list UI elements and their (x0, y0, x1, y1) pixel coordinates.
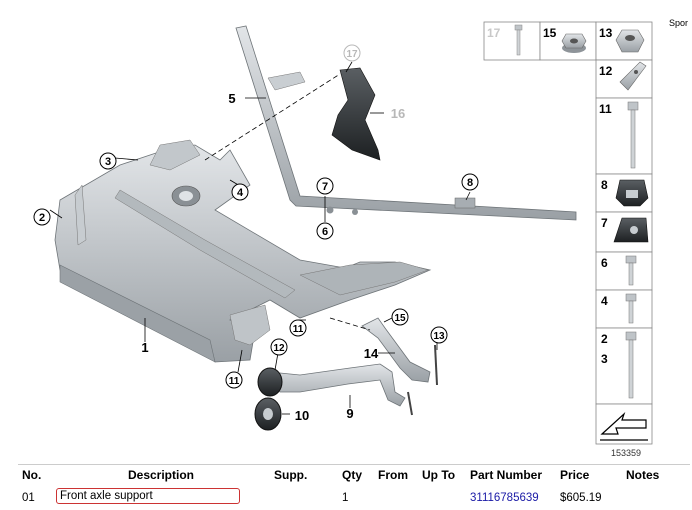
callout-4-circle (231, 183, 249, 201)
spring-nut-icon (615, 179, 649, 207)
corner-label: Spor (669, 18, 689, 28)
long-flange-bolt-icon (625, 331, 637, 399)
callout-7: 7 (322, 181, 328, 193)
legend-num-11: 11 (599, 102, 612, 116)
flange-bolt-short-icon (625, 293, 637, 324)
legend-num-6: 6 (601, 256, 608, 270)
callout-14: 14 (364, 346, 379, 361)
callout-4: 4 (237, 187, 244, 199)
col-description: Description (52, 464, 270, 485)
callout-17: 17 (346, 49, 358, 60)
wishbone-illustration (269, 363, 413, 416)
front-axle-support-illustration (54, 139, 432, 363)
cage-nut-icon (613, 217, 649, 243)
callout-3: 3 (105, 156, 111, 168)
heat-shield-illustration (331, 67, 381, 161)
legend-num-3: 3 (601, 352, 608, 366)
col-upto: Up To (418, 464, 466, 485)
collar-nut-icon (561, 33, 587, 53)
flange-bolt-icon (625, 255, 637, 286)
rubber-mount-illustration (254, 367, 283, 431)
col-price: Price (556, 464, 622, 485)
row-supp (270, 485, 338, 510)
callout-11b-circle (289, 319, 307, 337)
callout-17-circle (343, 44, 361, 62)
row-from (374, 485, 418, 510)
callout-11a-circle (225, 371, 243, 389)
callout-3-circle (99, 152, 117, 170)
callout-8-circle (461, 173, 479, 191)
callout-16: 16 (391, 106, 405, 121)
legend-num-12: 12 (599, 64, 613, 78)
direction-arrow-icon (600, 412, 648, 441)
row-qty: 1 (342, 491, 349, 504)
callout-1: 1 (141, 340, 148, 355)
callout-11a: 11 (229, 376, 240, 387)
legend-num-2: 2 (601, 332, 608, 346)
fastener-legend: 17 15 13 12 11 8 7 6 4 2 3 (483, 21, 653, 458)
row-part-number-cell: 31116785639 (466, 485, 556, 510)
table-header-row: No. Description Supp. Qty From Up To Par… (18, 464, 690, 485)
row-price: $605.19 (560, 491, 602, 504)
callout-2: 2 (39, 212, 45, 224)
tension-strut-illustration (235, 25, 577, 221)
col-qty: Qty (338, 464, 374, 485)
col-supp: Supp. (270, 464, 338, 485)
row-notes (622, 485, 690, 510)
col-part-number: Part Number (466, 464, 556, 485)
callout-11b: 11 (293, 324, 304, 335)
callout-13-circle (430, 326, 448, 344)
clip-nut-icon (619, 61, 647, 91)
col-notes: Notes (622, 464, 690, 485)
callout-5: 5 (228, 91, 235, 106)
bolt-icon (514, 24, 523, 56)
callout-15: 15 (394, 313, 406, 324)
col-from: From (374, 464, 418, 485)
table-row[interactable]: 01 Front axle support 1 31116785639 $605… (18, 485, 690, 510)
row-upto (418, 485, 466, 510)
callout-2-circle (33, 208, 51, 226)
callout-6-circle (316, 222, 334, 240)
legend-num-7: 7 (601, 216, 608, 230)
legend-num-13: 13 (599, 26, 613, 40)
callout-13: 13 (433, 331, 445, 342)
col-no: No. (18, 464, 52, 485)
callout-7-circle (316, 177, 334, 195)
part-number-link[interactable]: 31116785639 (470, 491, 539, 504)
row-description[interactable]: Front axle support (56, 488, 240, 504)
callout-6: 6 (322, 226, 328, 238)
callout-8: 8 (467, 177, 473, 189)
catalog-number: 153359 (611, 448, 641, 458)
legend-num-8: 8 (601, 178, 608, 192)
legend-num-4: 4 (601, 294, 608, 308)
legend-num-17: 17 (487, 26, 501, 40)
long-bolt-icon (627, 101, 639, 169)
callout-12: 12 (273, 343, 285, 354)
callout-9: 9 (346, 406, 353, 421)
callout-12-circle (270, 338, 288, 356)
legend-num-15: 15 (543, 26, 557, 40)
row-description-cell: Front axle support (52, 485, 270, 510)
callout-15-circle (391, 308, 409, 326)
hex-nut-icon (615, 29, 645, 53)
row-no: 01 (22, 491, 35, 504)
callout-10: 10 (295, 408, 309, 423)
parts-diagram: 1 2 3 4 5 6 7 8 9 10 11 11 12 13 14 15 1… (33, 21, 653, 458)
parts-table: No. Description Supp. Qty From Up To Par… (18, 464, 690, 510)
